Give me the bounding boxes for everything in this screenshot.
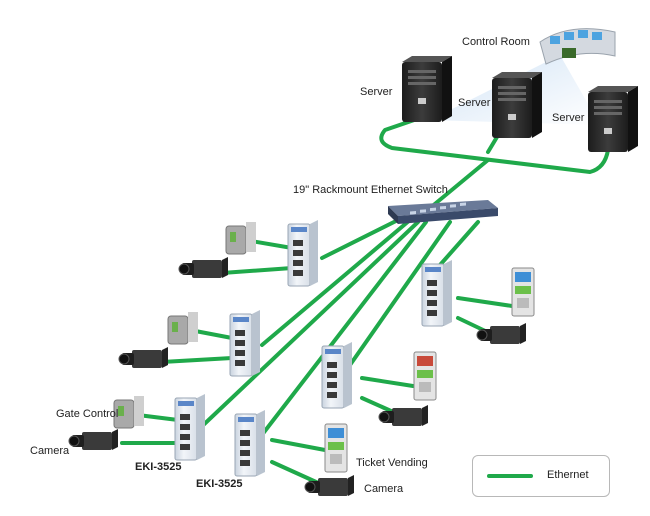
link-switch-eki-f [348,220,452,367]
camera-label-left: Camera [30,445,70,457]
camera-label-bottom: Camera [364,483,404,495]
server-icon [402,56,452,122]
legend-ethernet-label: Ethernet [547,469,589,481]
link-ekib-camera [160,356,234,364]
ticket-vending-icon [413,351,437,401]
link-server-backbone [379,116,610,174]
camera-icon [118,347,168,368]
ticket-vending-label: Ticket Vending [356,457,428,469]
link-backbone-to-switch [428,158,490,210]
eki-switch-icon [234,410,265,477]
camera-icon [68,429,118,450]
eki-switch-icon [287,220,318,287]
gate-control-icon [167,312,198,345]
camera-icon [476,323,526,344]
control-room-icon [539,28,616,65]
ticket-vending-icon [324,423,348,473]
switch-icon [388,200,498,224]
link-switch-eki-c [196,220,420,432]
eki-label-1: EKI-3525 [135,461,182,473]
eki-switch-icon [421,260,452,327]
camera-icon [378,405,428,426]
server-label-1: Server [360,86,393,98]
link-ekif-kiosk [360,376,415,388]
eki-switch-icon [321,342,352,409]
ticket-vending-icon [511,267,535,317]
link-switch-eki-d [256,220,428,442]
link-ekie-kiosk [456,296,514,308]
server-icon [492,72,542,138]
gate-control-icon [113,396,144,429]
rack-switch-label: 19" Rackmount Ethernet Switch [293,184,448,196]
camera-icon [178,257,228,278]
legend: Ethernet [472,455,610,497]
server-icon [588,86,638,152]
server-label-3: Server [552,112,585,124]
eki-switch-icon [229,310,260,377]
eki-switch-icon [174,394,205,461]
gate-control-icon [225,222,256,255]
link-ekid-ticket [270,438,327,452]
gate-control-label: Gate Control [56,408,119,420]
link-switch-eki-a [320,216,404,260]
link-switch-eki-e [438,220,480,267]
control-room-label: Control Room [462,36,530,48]
server-label-2: Server [458,97,491,109]
link-ekic-gate [136,413,180,422]
camera-icon [304,475,354,496]
legend-ethernet-swatch [487,474,533,478]
link-ekia-camera [220,266,294,275]
eki-label-2: EKI-3525 [196,478,243,490]
link-switch-eki-b [260,218,412,347]
